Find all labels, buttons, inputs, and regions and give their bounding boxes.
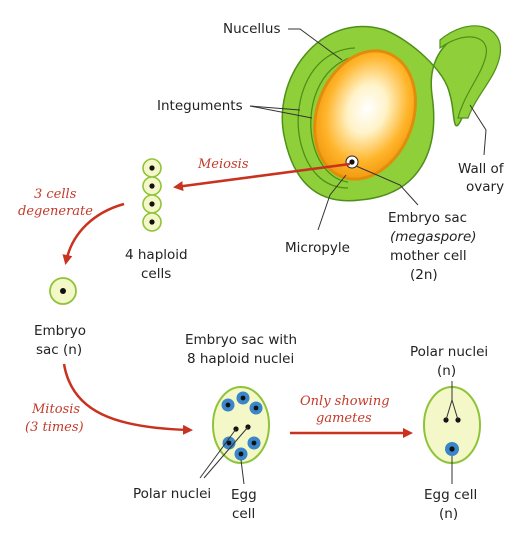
egg-apparatus-nuclei (222, 436, 261, 461)
label-eight-nuclei-1: Embryo sac with (185, 332, 297, 348)
ovary-wall-tail (439, 25, 502, 119)
label-egg-left-2: cell (232, 506, 255, 522)
right-sac-leaders (445, 381, 459, 484)
ovule-illustration (281, 25, 502, 202)
label-embryo-sac-2: sac (n) (36, 342, 82, 358)
label-micropyle: Micropyle (285, 240, 350, 256)
label-egg-right-2: (n) (439, 506, 458, 522)
label-polar-nuclei-right-1: Polar nuclei (410, 344, 488, 360)
label-egg-right-1: Egg cell (424, 487, 477, 503)
meiosis-arrow (173, 162, 351, 192)
label-mother-cell-4: (2n) (410, 267, 438, 283)
nucellus-body (313, 49, 417, 181)
integument-inner (310, 54, 363, 183)
embryo-sac-nucleus (60, 288, 66, 294)
label-degenerate-1: 3 cells (34, 187, 77, 202)
megaspore-mother-cell-nucleus (349, 159, 355, 165)
mitosis-arrow (62, 363, 193, 435)
label-degenerate-2: degenerate (18, 204, 93, 219)
integuments-leader-1 (249, 105, 301, 111)
label-wall-of-ovary-2: ovary (466, 179, 504, 195)
antipodal-nuclei (221, 391, 263, 415)
label-polar-nuclei-left: Polar nuclei (133, 486, 211, 502)
label-mother-cell-3: mother cell (390, 248, 467, 264)
label-embryo-sac-1: Embryo (34, 323, 86, 339)
label-polar-nuclei-right-2: (n) (437, 363, 456, 379)
four-haploid-cells (142, 158, 162, 232)
label-haploid-2: cells (141, 266, 171, 282)
micropyle-leader (317, 174, 347, 231)
nucellus-leader (288, 28, 343, 61)
eight-nuclei-embryo-sac (212, 386, 270, 464)
label-mitosis-2: (3 times) (25, 420, 84, 435)
integument-outer (297, 47, 356, 189)
label-integuments: Integuments (157, 98, 243, 114)
label-meiosis: Meiosis (197, 157, 249, 172)
label-mother-cell-1: Embryo sac (388, 210, 467, 226)
integuments-leader-2 (249, 105, 313, 119)
label-egg-left-1: Egg (231, 487, 257, 503)
label-nucellus: Nucellus (223, 21, 280, 37)
mother-cell-leader (355, 165, 419, 206)
label-gametes-1: Only showing (300, 394, 390, 409)
leader-lines (249, 28, 487, 231)
label-eight-nuclei-2: 8 haploid nuclei (187, 351, 294, 367)
label-mitosis-1: Mitosis (31, 402, 80, 417)
label-wall-of-ovary-1: Wall of (458, 161, 505, 177)
degenerate-arrow (62, 202, 125, 265)
label-mother-cell-2: (megaspore) (390, 229, 477, 245)
left-sac-leaders (199, 426, 249, 485)
label-haploid-1: 4 haploid (125, 247, 188, 263)
wall-leader (469, 104, 487, 156)
label-gametes-2: gametes (316, 411, 372, 426)
